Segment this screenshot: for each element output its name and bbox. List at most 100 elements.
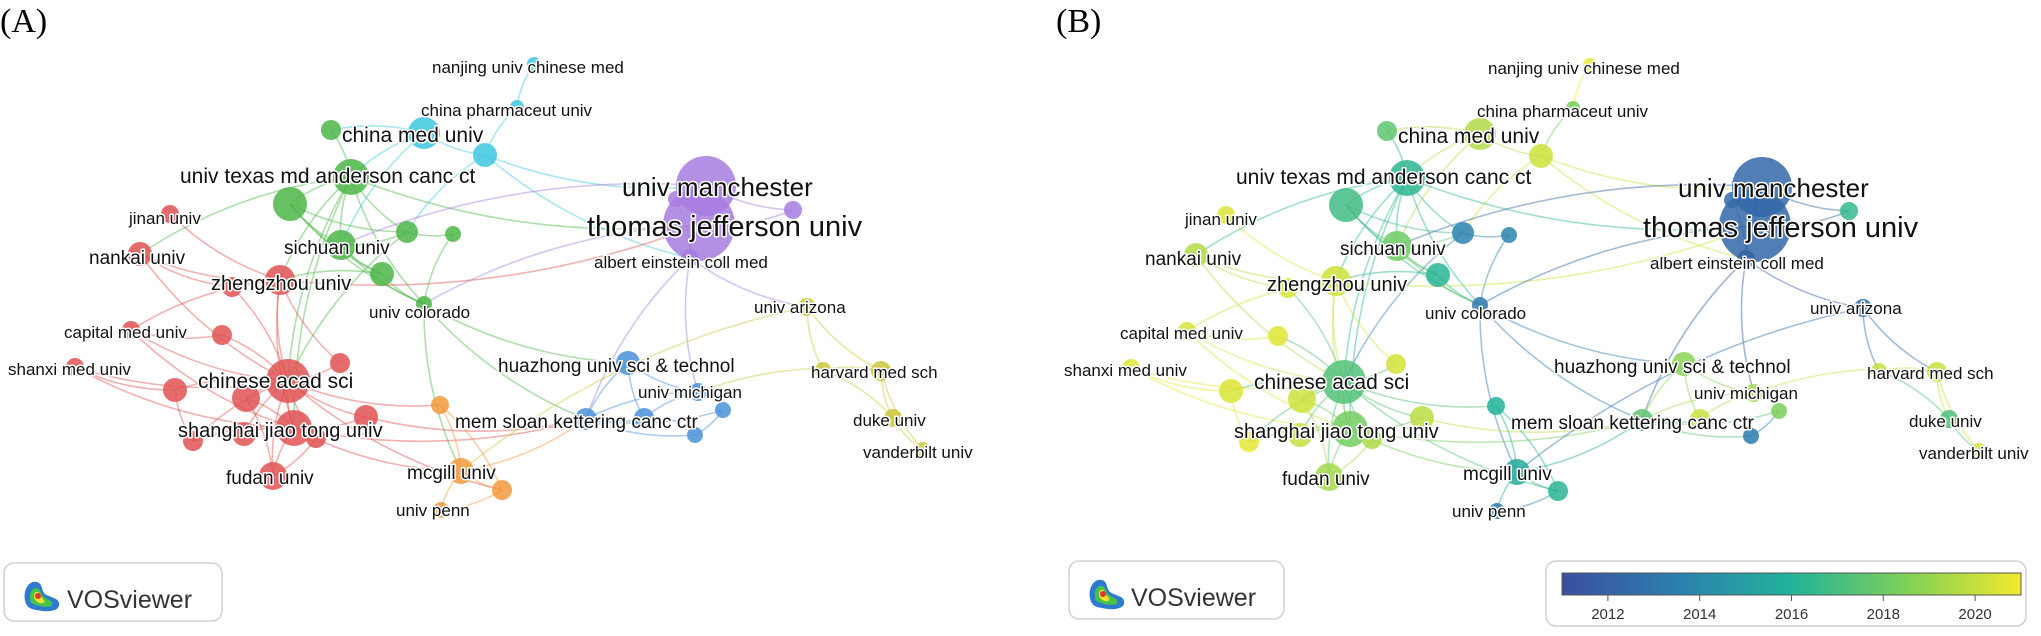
node-tju[interactable] xyxy=(1719,190,1791,262)
node-label-chinamed: china med univ xyxy=(1398,125,1540,148)
node-nankai[interactable] xyxy=(128,242,152,266)
node-r6[interactable] xyxy=(1288,385,1316,413)
node-p_right[interactable] xyxy=(784,201,802,219)
node-r9[interactable] xyxy=(306,428,326,448)
node-harvard[interactable] xyxy=(1927,362,1947,382)
node-r2[interactable] xyxy=(212,325,232,345)
node-g_b[interactable] xyxy=(370,262,394,286)
node-r6[interactable] xyxy=(232,384,260,412)
node-nanjing[interactable] xyxy=(527,57,541,71)
node-capital[interactable] xyxy=(1178,322,1196,340)
node-utexas[interactable] xyxy=(1389,160,1425,196)
node-g_c[interactable] xyxy=(445,226,461,242)
node-fudan[interactable] xyxy=(1315,463,1343,491)
node-fudan[interactable] xyxy=(259,462,287,490)
node-michigan[interactable] xyxy=(1745,384,1763,402)
node-arizona[interactable] xyxy=(798,298,816,316)
node-g_b[interactable] xyxy=(1426,263,1450,287)
node-g_top[interactable] xyxy=(1377,121,1397,141)
node-chinapharm[interactable] xyxy=(1566,101,1580,115)
node-vanderbilt[interactable] xyxy=(915,442,931,458)
node-p_right[interactable] xyxy=(1840,202,1858,220)
node-jinan[interactable] xyxy=(161,205,179,223)
node-colorado[interactable] xyxy=(1472,297,1488,313)
node-g_c[interactable] xyxy=(1501,227,1517,243)
node-harvard[interactable] xyxy=(871,361,891,381)
node-colorado[interactable] xyxy=(416,296,432,312)
node-b1[interactable] xyxy=(1690,409,1710,429)
node-nanjing[interactable] xyxy=(1583,58,1597,72)
node-mskcc[interactable] xyxy=(575,408,597,430)
node-p_left[interactable] xyxy=(1724,192,1740,208)
node-mskcc[interactable] xyxy=(1631,409,1653,431)
node-mcgill[interactable] xyxy=(1504,459,1530,485)
node-michigan[interactable] xyxy=(689,383,707,401)
node-r5[interactable] xyxy=(1410,406,1434,430)
node-cas[interactable] xyxy=(1322,360,1366,404)
node-o2[interactable] xyxy=(1487,397,1505,415)
node-chinapharm[interactable] xyxy=(510,100,524,114)
node-zhengzhou[interactable] xyxy=(265,265,295,295)
node-sichuan[interactable] xyxy=(326,230,356,260)
node-o2[interactable] xyxy=(431,396,449,414)
node-r8[interactable] xyxy=(1239,432,1259,452)
node-g_top[interactable] xyxy=(321,120,341,140)
node-b3[interactable] xyxy=(715,402,731,418)
node-cas[interactable] xyxy=(266,359,310,403)
node-huazhong[interactable] xyxy=(1672,352,1696,376)
node-r5[interactable] xyxy=(354,405,378,429)
node-b1[interactable] xyxy=(634,408,654,428)
node-g_big[interactable] xyxy=(273,187,307,221)
node-huazhong[interactable] xyxy=(616,351,640,375)
link-edge xyxy=(1479,304,1518,473)
node-r4[interactable] xyxy=(163,378,187,402)
node-r9[interactable] xyxy=(1362,429,1382,449)
node-arizona[interactable] xyxy=(1854,299,1872,317)
node-zhengzhou[interactable] xyxy=(1321,266,1351,296)
node-shanxi[interactable] xyxy=(1122,359,1140,377)
node-shanxi[interactable] xyxy=(66,358,84,376)
node-utexas[interactable] xyxy=(333,159,369,195)
node-y1[interactable] xyxy=(815,362,831,378)
node-penn[interactable] xyxy=(433,502,449,518)
node-duke[interactable] xyxy=(1940,410,1958,428)
node-tju[interactable] xyxy=(663,189,735,261)
node-nankai[interactable] xyxy=(1184,243,1208,267)
node-r7[interactable] xyxy=(1288,423,1312,447)
node-penn[interactable] xyxy=(1489,503,1505,519)
node-p_left[interactable] xyxy=(668,191,684,207)
node-einstein[interactable] xyxy=(1737,250,1755,268)
node-cyan_s[interactable] xyxy=(1529,144,1553,168)
node-capital[interactable] xyxy=(122,321,140,339)
node-o1[interactable] xyxy=(492,480,512,500)
node-r8[interactable] xyxy=(183,431,203,451)
node-r1[interactable] xyxy=(1278,278,1298,298)
node-r2[interactable] xyxy=(1268,326,1288,346)
node-r7[interactable] xyxy=(232,422,256,446)
node-chinamed[interactable] xyxy=(408,117,440,149)
node-chinamed[interactable] xyxy=(1464,118,1496,150)
node-r4[interactable] xyxy=(1219,379,1243,403)
node-o1[interactable] xyxy=(1548,481,1568,501)
node-einstein[interactable] xyxy=(681,249,699,267)
node-cyan_s[interactable] xyxy=(473,143,497,167)
node-b2[interactable] xyxy=(687,427,703,443)
node-sichuan[interactable] xyxy=(1382,231,1412,261)
node-mcgill[interactable] xyxy=(448,458,474,484)
node-b3[interactable] xyxy=(1771,403,1787,419)
node-r3[interactable] xyxy=(1386,354,1406,374)
vosviewer-logo[interactable]: VOSviewer xyxy=(1068,560,1285,620)
node-r1[interactable] xyxy=(222,277,242,297)
node-duke[interactable] xyxy=(884,409,902,427)
node-y1[interactable] xyxy=(1871,363,1887,379)
node-jinan[interactable] xyxy=(1217,206,1235,224)
node-g_a[interactable] xyxy=(396,221,418,243)
vosviewer-logo[interactable]: VOSviewer xyxy=(3,562,223,622)
node-g_a[interactable] xyxy=(1452,222,1474,244)
node-sjtu[interactable] xyxy=(276,410,312,446)
node-sjtu[interactable] xyxy=(1332,411,1368,447)
node-vanderbilt[interactable] xyxy=(1971,443,1987,459)
node-b2[interactable] xyxy=(1743,428,1759,444)
node-r3[interactable] xyxy=(330,353,350,373)
node-g_big[interactable] xyxy=(1329,188,1363,222)
